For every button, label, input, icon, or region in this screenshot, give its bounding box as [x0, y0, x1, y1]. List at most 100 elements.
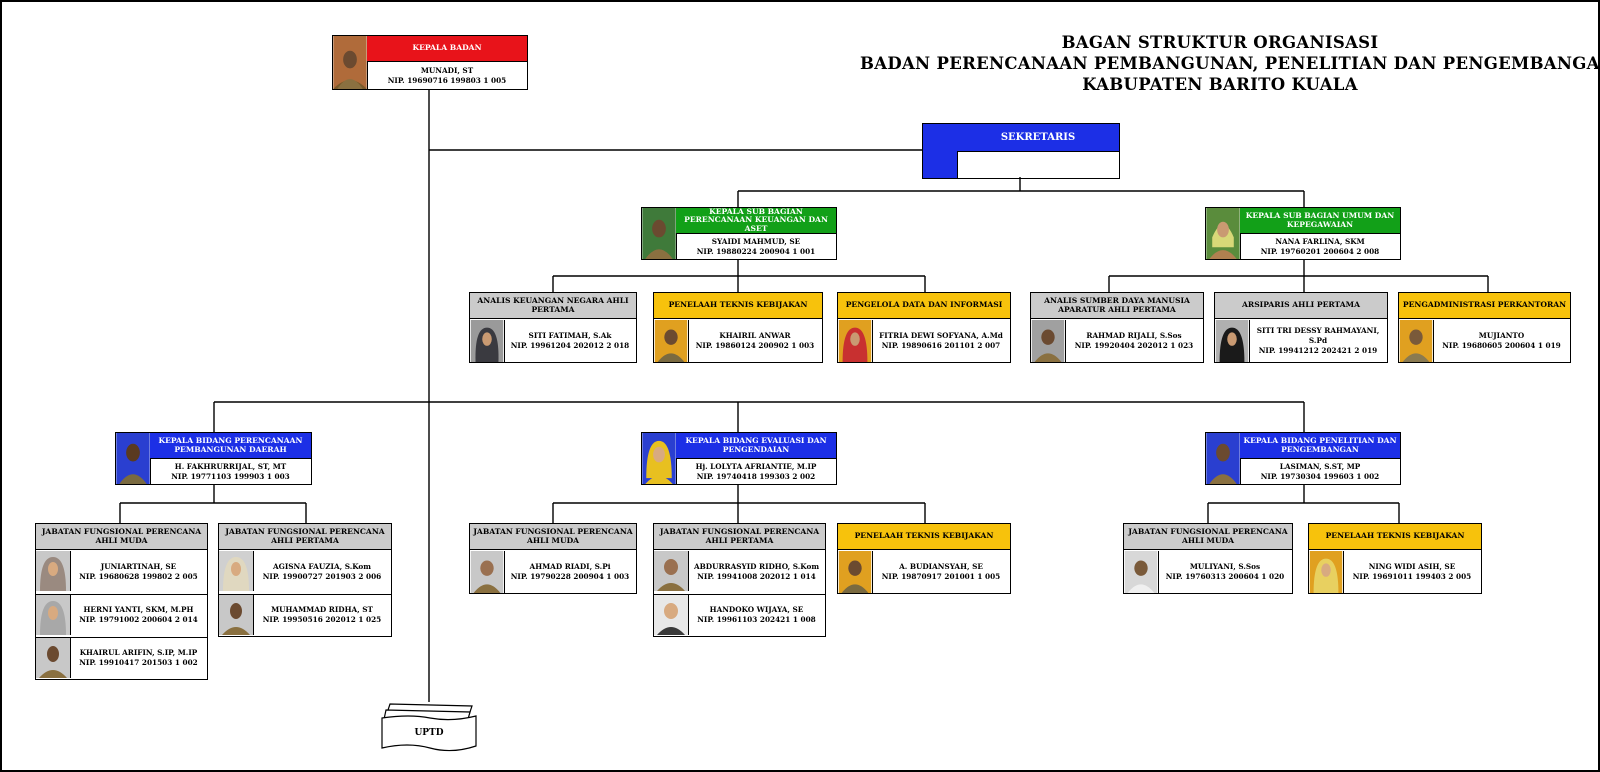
list-item: JUNIARTINAH, SE NIP. 19680628 199802 2 0…: [36, 551, 207, 592]
box-header: ANALIS SUMBER DAYA MANUSIA APARATUR AHLI…: [1031, 293, 1203, 319]
box-header: KEPALA BIDANG EVALUASI DAN PENGENDAIAN: [676, 433, 836, 459]
box-body: AHMAD RIADI, S.Pi NIP. 19790228 200904 1…: [504, 551, 636, 593]
people-list: AGISNA FAUZIA, S.Kom NIP. 19900727 20190…: [219, 551, 391, 636]
avatar: [642, 433, 677, 484]
box-body: NING WIDI ASIH, SE NIP. 19691011 199403 …: [1343, 551, 1481, 593]
person-photo-icon: [36, 551, 70, 591]
person-nip: NIP. 19950516 202012 1 025: [255, 615, 389, 625]
person-name: MULIYANI, S.Sos: [1160, 562, 1290, 572]
person-name: NANA FARLINA, SKM: [1242, 237, 1398, 247]
person-name: KHAIRUL ARIFIN, S.IP, M.IP: [72, 648, 205, 658]
person-name: KHAIRIL ANWAR: [690, 331, 820, 341]
list-item: MUHAMMAD RIDHA, ST NIP. 19950516 202012 …: [219, 594, 391, 635]
fungsional-muda-box: JABATAN FUNGSIONAL PERENCANA AHLI MUDA M…: [1123, 523, 1293, 594]
person-name: MUJIANTO: [1435, 331, 1568, 341]
box-body: SITI FATIMAH, S.Ak NIP. 19961204 202012 …: [504, 320, 636, 362]
box-header: KEPALA SUB BAGIAN PERENCANAAN KEUANGAN D…: [676, 208, 836, 234]
list-item-body: HERNI YANTI, SKM, M.PH NIP. 19791002 200…: [70, 595, 207, 635]
people-list: ABDURRASYID RIDHO, S.Kom NIP. 19941008 2…: [654, 551, 825, 636]
person-photo-icon: [654, 320, 688, 362]
person-nip: NIP. 19890616 201101 2 007: [874, 341, 1008, 351]
document-stack-icon: [380, 700, 478, 754]
person-nip: NIP. 19961204 202012 2 018: [506, 341, 634, 351]
person-photo-icon: [1399, 320, 1433, 362]
person-name: Hj. LOLYTA AFRIANTIE, M.IP: [678, 462, 834, 472]
title-line-3: KABUPATEN BARITO KUALA: [860, 74, 1580, 95]
person-nip: NIP. 19760313 200604 1 020: [1160, 572, 1290, 582]
chart-title: BAGAN STRUKTUR ORGANISASI BADAN PERENCAN…: [860, 32, 1580, 95]
avatar: [333, 36, 368, 89]
staff-box: PENGADMINISTRASI PERKANTORAN MUJIANTO NI…: [1398, 292, 1571, 363]
person-nip: NIP. 19691011 199403 2 005: [1345, 572, 1479, 582]
penelaah-box: PENELAAH TEKNIS KEBIJAKAN NING WIDI ASIH…: [1308, 523, 1482, 594]
person-photo-icon: [36, 595, 70, 635]
box-header: JABATAN FUNGSIONAL PERENCANA AHLI PERTAM…: [654, 524, 825, 550]
person-photo-icon: [838, 551, 872, 593]
box-header: PENELAAH TEKNIS KEBIJAKAN: [654, 293, 822, 319]
box-body: FITRIA DEWI SOFYANA, A.Md NIP. 19890616 …: [872, 320, 1010, 362]
staff-box: ANALIS SUMBER DAYA MANUSIA APARATUR AHLI…: [1030, 292, 1204, 363]
person-name: RAHMAD RIJALI, S.Sos: [1067, 331, 1201, 341]
uptd-label: UPTD: [380, 728, 478, 738]
person-nip: NIP. 19740418 199303 2 002: [678, 472, 834, 482]
person-photo-icon: [1031, 320, 1065, 362]
box-body: RAHMAD RIJALI, S.Sos NIP. 19920404 20201…: [1065, 320, 1203, 362]
person-name: SITI FATIMAH, S.Ak: [506, 331, 634, 341]
list-item-body: HANDOKO WIJAYA, SE NIP. 19961103 202421 …: [688, 595, 825, 635]
person-photo-icon: [333, 36, 367, 89]
person-name: H. FAKHRURRIJAL, ST, MT: [152, 462, 309, 472]
avatar: [116, 433, 151, 484]
avatar: [36, 551, 71, 591]
box-body: MULIYANI, S.Sos NIP. 19760313 200604 1 0…: [1158, 551, 1292, 593]
person-name: AGISNA FAUZIA, S.Kom: [255, 562, 389, 572]
person-name: SYAIDI MAHMUD, SE: [678, 237, 834, 247]
person-photo-icon: [642, 433, 676, 484]
box-header: JABATAN FUNGSIONAL PERENCANA AHLI MUDA: [36, 524, 207, 550]
person-photo-icon: [1309, 551, 1343, 593]
avatar: [838, 320, 873, 362]
list-item-body: KHAIRUL ARIFIN, S.IP, M.IP NIP. 19910417…: [70, 638, 207, 678]
person-photo-icon: [116, 433, 150, 484]
avatar: [642, 208, 677, 259]
avatar: [654, 551, 689, 591]
person-name: SITI TRI DESSY RAHMAYANI, S.Pd: [1251, 326, 1385, 346]
person-photo-icon: [654, 551, 688, 591]
person-photo-icon: [470, 551, 504, 593]
person-nip: NIP. 19961103 202421 1 008: [690, 615, 823, 625]
uptd-box: UPTD: [380, 700, 478, 754]
list-item-body: JUNIARTINAH, SE NIP. 19680628 199802 2 0…: [70, 551, 207, 592]
fungsional-muda-box: JABATAN FUNGSIONAL PERENCANA AHLI MUDA A…: [469, 523, 637, 594]
avatar: [1215, 320, 1250, 362]
people-list: JUNIARTINAH, SE NIP. 19680628 199802 2 0…: [36, 551, 207, 679]
list-item: HANDOKO WIJAYA, SE NIP. 19961103 202421 …: [654, 594, 825, 635]
person-photo-icon: [219, 595, 253, 635]
box-body: SYAIDI MAHMUD, SE NIP. 19880224 200904 1…: [676, 235, 836, 259]
penelaah-box: PENELAAH TEKNIS KEBIJAKAN A. BUDIANSYAH,…: [837, 523, 1011, 594]
fungsional-pertama-box: JABATAN FUNGSIONAL PERENCANA AHLI PERTAM…: [218, 523, 392, 637]
sekretaris-box: SEKRETARIS: [922, 123, 1120, 179]
person-name: AHMAD RIADI, S.Pi: [506, 562, 634, 572]
avatar: [470, 320, 505, 362]
avatar: [1309, 551, 1344, 593]
avatar: [654, 320, 689, 362]
person-photo-icon: [219, 551, 253, 591]
person-nip: NIP. 19870917 201001 1 005: [874, 572, 1008, 582]
box-body: SITI TRI DESSY RAHMAYANI, S.Pd NIP. 1994…: [1249, 320, 1387, 362]
box-header: JABATAN FUNGSIONAL PERENCANA AHLI PERTAM…: [219, 524, 391, 550]
list-item: KHAIRUL ARIFIN, S.IP, M.IP NIP. 19910417…: [36, 637, 207, 678]
person-nip: NIP. 19760201 200604 2 008: [1242, 247, 1398, 257]
title-line-1: BAGAN STRUKTUR ORGANISASI: [860, 32, 1580, 53]
kasubbag-umum-box: KEPALA SUB BAGIAN UMUM DAN KEPEGAWAIAN N…: [1205, 207, 1401, 260]
avatar: [1206, 433, 1241, 484]
person-name: A. BUDIANSYAH, SE: [874, 562, 1008, 572]
person-name: HANDOKO WIJAYA, SE: [690, 605, 823, 615]
photo-placeholder: [923, 124, 958, 178]
list-item: AGISNA FAUZIA, S.Kom NIP. 19900727 20190…: [219, 551, 391, 592]
avatar: [1399, 320, 1434, 362]
box-header: KEPALA BADAN: [367, 36, 527, 62]
kabid-penelitian-box: KEPALA BIDANG PENELITIAN DAN PENGEMBANGA…: [1205, 432, 1401, 485]
fungsional-muda-box: JABATAN FUNGSIONAL PERENCANA AHLI MUDA J…: [35, 523, 208, 680]
box-body: LASIMAN, S.ST, MP NIP. 19730304 199603 1…: [1240, 460, 1400, 484]
